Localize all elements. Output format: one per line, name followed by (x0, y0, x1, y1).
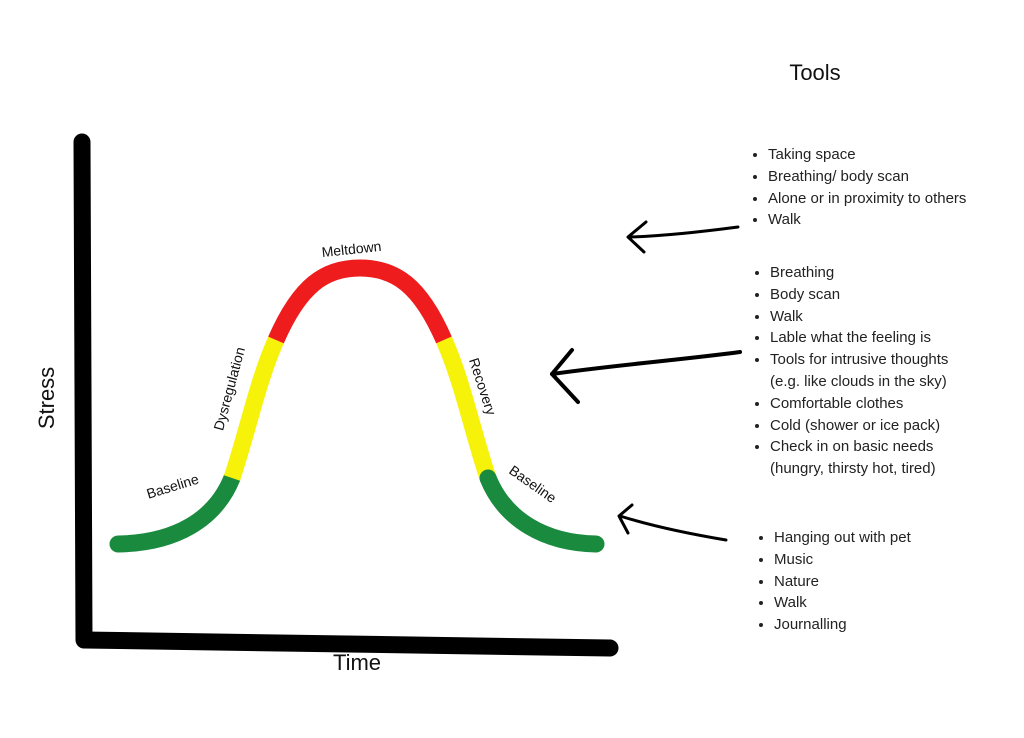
tool-list-item: Walk (770, 306, 948, 328)
tool-list-item: Tools for intrusive thoughts (e.g. like c… (770, 349, 948, 393)
tools-title: Tools (789, 60, 841, 85)
tool-item-text: Hanging out with pet (774, 529, 911, 546)
curve-segment-baseline-left (109, 469, 241, 553)
segment-label-meltdown: Meltdown (321, 238, 382, 260)
tool-item-text: Breathing (770, 264, 835, 281)
tool-list-baseline: Hanging out with petMusicNatureWalkJourn… (756, 527, 911, 636)
arrow-icon-bottom (617, 503, 728, 542)
tool-list-item: Cold (shower or ice pack) (770, 415, 948, 437)
tool-list-item: Breathing (770, 262, 948, 284)
tool-list-item: Taking space (768, 144, 966, 166)
tool-list-item: Check in on basic needs (hungry, thirsty … (770, 436, 948, 480)
tool-item-text: Music (774, 550, 814, 568)
tool-list-item: Alone or in proximity to others (768, 188, 966, 210)
curve-segment-dysregulation (223, 336, 284, 481)
tool-list-item: Lable what the feeling is (770, 327, 948, 349)
tool-item-text: Taking space (768, 146, 856, 163)
tool-list-item: Journalling (774, 614, 911, 636)
y-axis-label: Stress (34, 367, 59, 429)
tool-item-text: Breathing/ body scan (768, 167, 909, 185)
tool-item-continuation: (e.g. like clouds in the sky) (770, 372, 947, 390)
tool-list-item: Walk (774, 592, 911, 614)
tool-item-text: Walk (774, 594, 807, 612)
tool-item-text: Cold (shower or ice pack) (770, 416, 941, 434)
tool-item-continuation: (hungry, thirsty hot, tired) (770, 460, 936, 478)
tool-list-item: Breathing/ body scan (768, 166, 966, 188)
tool-item-text: Walk (768, 211, 801, 229)
curve-segment-meltdown (268, 259, 452, 344)
tool-item-text: Lable what the feeling is (770, 329, 931, 347)
tool-item-text: Alone or in proximity to others (768, 189, 967, 207)
curve-segment-baseline-right (479, 469, 605, 553)
tool-item-text: Walk (770, 307, 803, 325)
tool-item-text: Body scan (770, 285, 841, 303)
tool-item-text: Nature (774, 572, 820, 590)
tool-list-item: Comfortable clothes (770, 393, 948, 415)
tool-list-meltdown: Taking spaceBreathing/ body scanAlone or… (750, 144, 966, 231)
tool-item-text: Tools for intrusive thoughts (770, 351, 949, 369)
tool-list-item: Nature (774, 571, 911, 593)
arrow-icon-middle (550, 348, 742, 404)
segment-label-baseline-right: Baseline (506, 462, 559, 506)
tool-list-item: Music (774, 549, 911, 571)
tool-list-dysregulation-recovery: BreathingBody scanWalkLable what the fee… (752, 262, 948, 480)
tool-item-text: Journalling (774, 616, 847, 634)
tool-item-text: Check in on basic needs (770, 438, 934, 456)
tool-list-item: Hanging out with pet (774, 527, 911, 549)
arrow-icon-top (626, 220, 740, 254)
curve-segment-recovery (436, 336, 497, 481)
tool-list-item: Body scan (770, 284, 948, 306)
segment-label-baseline-left: Baseline (145, 471, 201, 502)
axes (73, 133, 619, 657)
x-axis-label: Time (333, 650, 381, 675)
tool-list-item: Walk (768, 209, 966, 231)
tool-item-text: Comfortable clothes (770, 394, 904, 412)
